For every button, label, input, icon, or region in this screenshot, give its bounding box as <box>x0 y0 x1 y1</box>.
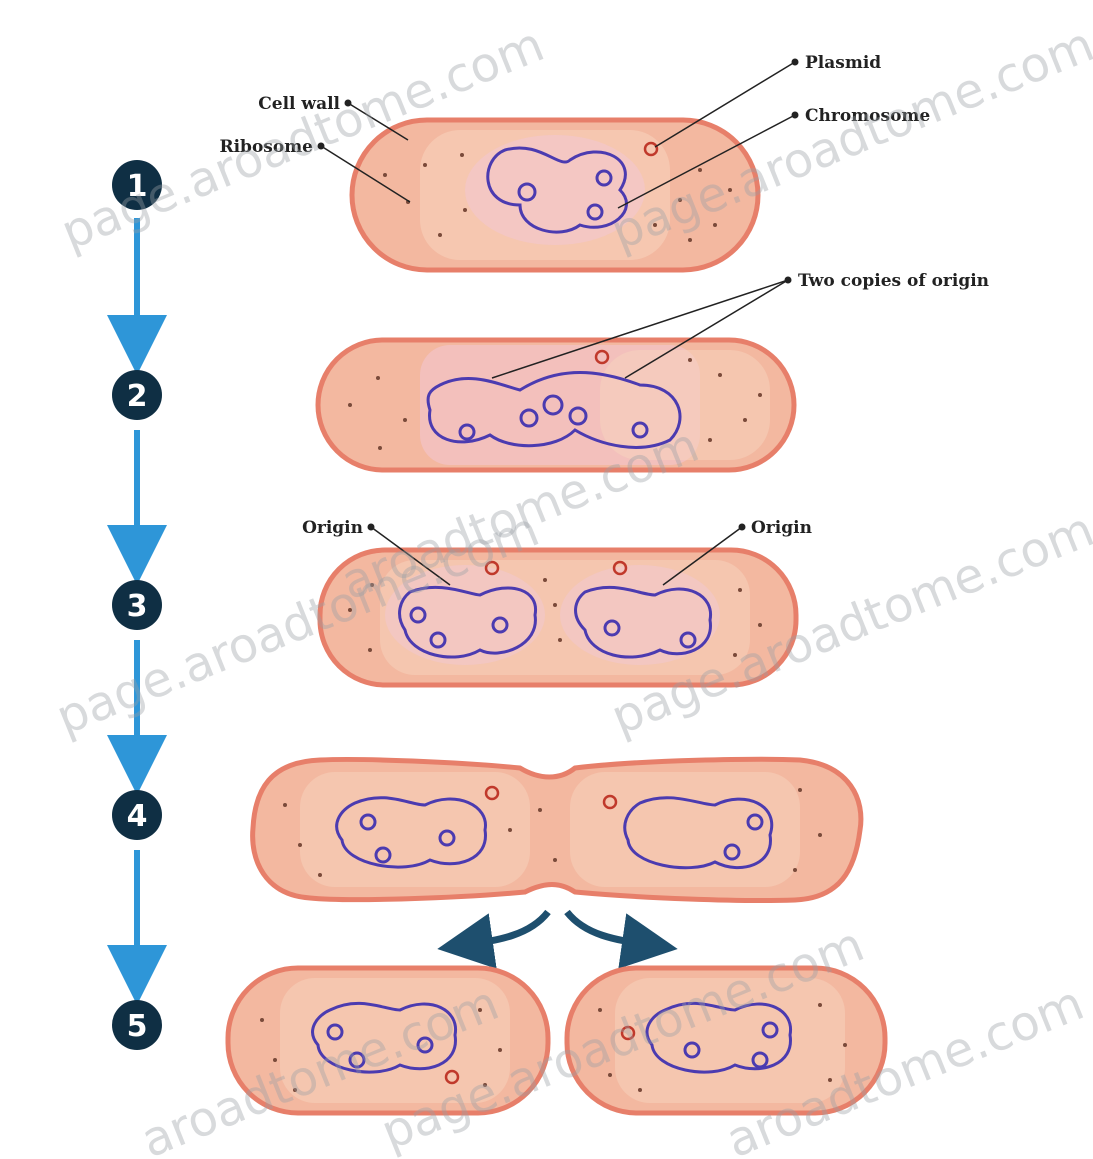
step-column: 1 2 3 4 5 <box>112 160 162 1050</box>
split-arrow-right <box>567 912 650 945</box>
label-two-copies-of-origin: Two copies of origin <box>798 271 989 291</box>
step-5-marker: 5 <box>112 1000 162 1050</box>
label-plasmid: Plasmid <box>805 53 881 73</box>
step-4-number: 4 <box>127 799 148 834</box>
step-4-marker: 4 <box>112 790 162 840</box>
label-origin-right: Origin <box>751 518 812 538</box>
step-3-number: 3 <box>127 589 148 624</box>
step-2-number: 2 <box>127 379 148 414</box>
cell-step-4 <box>253 759 861 900</box>
step-5-number: 5 <box>127 1009 148 1044</box>
split-arrows <box>465 912 650 945</box>
step-2-marker: 2 <box>112 370 162 420</box>
label-origin-left: Origin <box>302 518 363 538</box>
split-arrow-left <box>465 912 548 945</box>
step-3-marker: 3 <box>112 580 162 630</box>
cell-step-2 <box>318 340 794 470</box>
